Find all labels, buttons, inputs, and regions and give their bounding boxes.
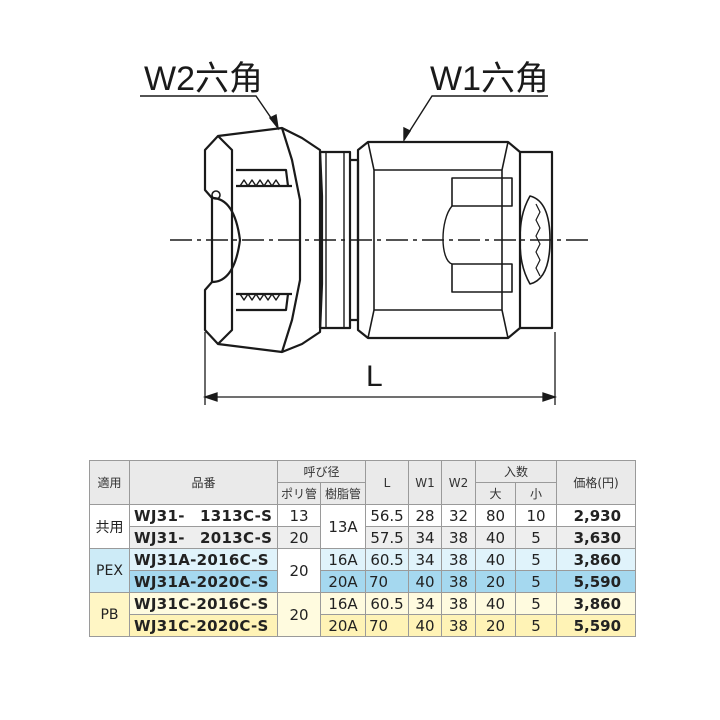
group-pex: PEX	[89, 548, 130, 593]
w2-value: 32	[441, 504, 477, 527]
price: 5,590	[556, 614, 637, 637]
w1-value: 34	[408, 592, 443, 615]
w2-value: 38	[441, 614, 477, 637]
price: 3,630	[556, 526, 637, 549]
poly-size: 20	[276, 548, 322, 593]
qty-large: 40	[475, 526, 517, 549]
group-kyoyo: 共用	[89, 504, 130, 549]
qty-small: 5	[515, 614, 558, 637]
l-value: 70	[365, 614, 410, 637]
price: 3,860	[556, 592, 637, 615]
w1-value: 34	[408, 548, 443, 571]
w2-value: 38	[441, 548, 477, 571]
header-resin: 樹脂管	[320, 482, 367, 505]
l-value: 70	[365, 570, 410, 593]
header-qty-large: 大	[475, 482, 517, 505]
resin-size: 13A	[320, 504, 367, 549]
resin-size: 16A	[320, 592, 367, 615]
l-value: 60.5	[365, 548, 410, 571]
qty-small: 5	[515, 526, 558, 549]
qty-large: 40	[475, 592, 517, 615]
header-price: 価格(円)	[556, 460, 637, 505]
part-number: WJ31- 2013C-S	[129, 526, 278, 549]
qty-large: 80	[475, 504, 517, 527]
part-number: WJ31C-2020C-S	[129, 614, 278, 637]
header-w2: W2	[441, 460, 477, 505]
poly-size: 20	[276, 592, 322, 637]
qty-small: 5	[515, 592, 558, 615]
poly-size: 13	[276, 504, 322, 527]
w2-value: 38	[441, 592, 477, 615]
table-row: WJ31C-2020C-S 20A 70 40 38 20 5 5,590	[90, 614, 637, 637]
price: 2,930	[556, 504, 637, 527]
header-qty: 入数	[475, 460, 558, 483]
header-poly: ポリ管	[276, 482, 322, 505]
spec-table: 適用 品番 呼び径 L W1 W2 入数 価格(円) ポリ管 樹脂管 大 小 共…	[89, 460, 637, 637]
table-row: PEX WJ31A-2016C-S 20 16A 60.5 34 38 40 5…	[89, 548, 637, 593]
header-w1: W1	[408, 460, 443, 505]
part-number: WJ31- 1313C-S	[129, 504, 278, 527]
w2-value: 38	[441, 526, 477, 549]
table-row: WJ31A-2020C-S 20A 70 40 38 20 5 5,590	[90, 570, 637, 593]
w2-value: 38	[441, 570, 477, 593]
fitting-drawing: W2六角 W1六角 L	[140, 60, 588, 405]
part-number: WJ31C-2016C-S	[129, 592, 278, 615]
l-value: 56.5	[365, 504, 410, 527]
qty-large: 20	[475, 614, 517, 637]
w2-hex-label: W2六角	[144, 60, 263, 98]
poly-size: 20	[276, 526, 322, 549]
table-row: 共用 WJ31- 1313C-S 13 13A 56.5 28 32 80 10…	[89, 504, 637, 549]
l-value: 57.5	[365, 526, 410, 549]
resin-size: 20A	[320, 570, 367, 593]
resin-size: 16A	[320, 548, 367, 571]
part-number: WJ31A-2016C-S	[129, 548, 278, 571]
qty-small: 5	[515, 548, 558, 571]
l-dimension-label: L	[366, 360, 383, 393]
w1-value: 40	[408, 614, 443, 637]
resin-size: 20A	[320, 614, 367, 637]
w2-hex-nut	[203, 126, 324, 354]
qty-small: 5	[515, 570, 558, 593]
header-qty-small: 小	[515, 482, 558, 505]
part-number: WJ31A-2020C-S	[129, 570, 278, 593]
table-row: PB WJ31C-2016C-S 20 16A 60.5 34 38 40 5 …	[89, 592, 637, 637]
w1-value: 40	[408, 570, 443, 593]
w2-leader-line	[140, 95, 279, 129]
header-application: 適用	[89, 460, 130, 505]
header-l: L	[365, 460, 410, 505]
price: 5,590	[556, 570, 637, 593]
header-nominal: 呼び径	[276, 460, 367, 483]
w1-value: 28	[408, 504, 443, 527]
group-pb: PB	[89, 592, 130, 637]
w1-leader-line	[403, 95, 548, 141]
table-row: WJ31- 2013C-S 20 57.5 34 38 40 5 3,630	[90, 526, 637, 549]
w1-value: 34	[408, 526, 443, 549]
qty-small: 10	[515, 504, 558, 527]
qty-large: 20	[475, 570, 517, 593]
qty-large: 40	[475, 548, 517, 571]
header-part-number: 品番	[129, 460, 278, 505]
price: 3,860	[556, 548, 637, 571]
l-value: 60.5	[365, 592, 410, 615]
w1-hex-label: W1六角	[430, 60, 549, 98]
